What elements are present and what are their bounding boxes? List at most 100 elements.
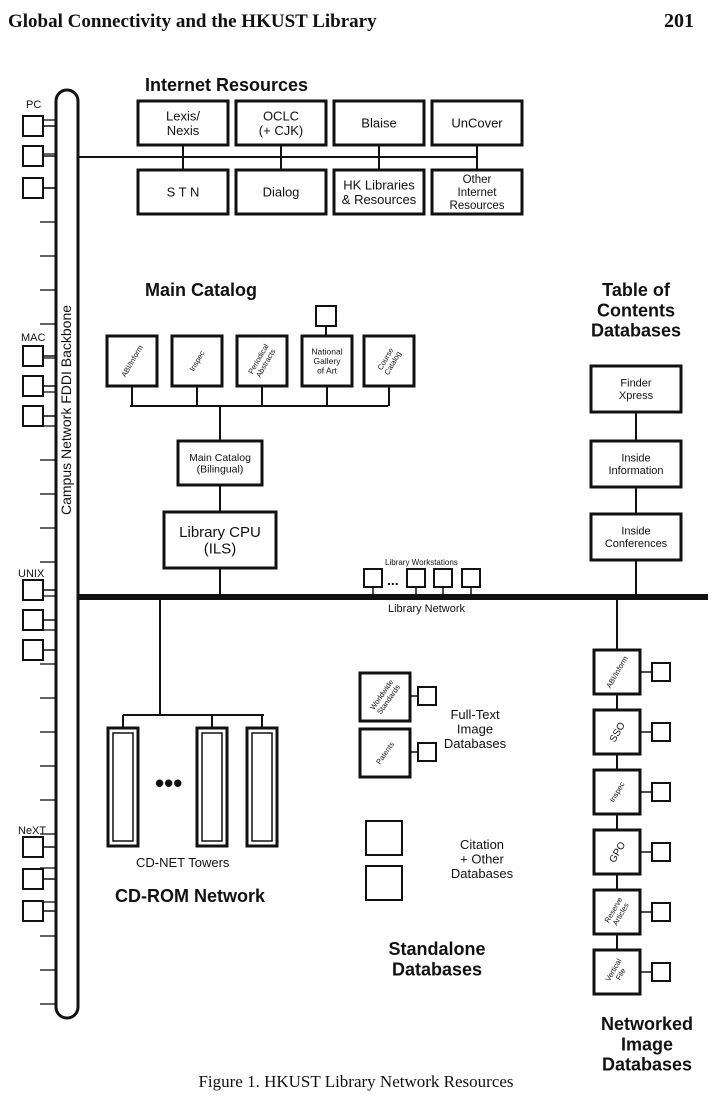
- networked-terminal: [651, 782, 671, 802]
- internet-box-label-line-3: Resources: [450, 200, 505, 212]
- internet-box-label-group: HK Libraries& Resources: [342, 177, 417, 207]
- internet-box-label: Blaise: [361, 116, 396, 131]
- internet-box-label-group: OCLC(+ CJK): [259, 108, 303, 138]
- workstation-group-mac-label: MAC: [21, 332, 46, 344]
- cd-net-towers-label: CD-NET Towers: [136, 855, 230, 870]
- toc-box-label-line-1: Finder: [620, 378, 652, 390]
- catalog-subdb-course-catalog: [362, 334, 416, 388]
- library-cpu-box: [162, 510, 278, 570]
- internet-box-label-group: Lexis/Nexis: [166, 108, 200, 138]
- internet-box-label-line-2: (+ CJK): [259, 123, 303, 138]
- fulltext-box-patents: [358, 727, 412, 779]
- networked-terminal: [651, 662, 671, 682]
- toc-box-label-line-2: Conferences: [605, 538, 668, 550]
- main-catalog-box-label-group: Main Catalog(Bilingual): [189, 452, 251, 476]
- internet-box-label-line-1: HK Libraries: [343, 177, 415, 192]
- cd-net-tower-inner: [112, 732, 134, 842]
- fddi-backbone: [54, 88, 80, 1020]
- toc-title-line-3: Databases: [591, 320, 681, 340]
- internet-box-dialog: [234, 168, 328, 216]
- internet-box-label: UnCover: [451, 116, 503, 131]
- internet-box-oclc-cjk: [234, 99, 328, 147]
- workstation-terminal: [22, 639, 44, 661]
- main-catalog-title: Main Catalog: [145, 280, 257, 300]
- library-workstations-label: Library Workstations: [385, 558, 458, 567]
- workstation-terminal: [22, 579, 44, 601]
- internet-box-blaise: [332, 99, 426, 147]
- cdrom-network-title: CD-ROM Network: [115, 886, 266, 906]
- networked-terminal: [651, 962, 671, 982]
- library-workstation: [433, 568, 453, 588]
- catalog-subdb-label-line-2: Gallery: [314, 356, 342, 366]
- internet-box-label-line-2: & Resources: [342, 192, 417, 207]
- workstation-group-pc-label: PC: [26, 99, 41, 111]
- toc-box-finder-xpress: [589, 364, 683, 414]
- citation-database-box: [365, 865, 403, 901]
- internet-box-label-line-2: Internet: [458, 187, 498, 199]
- citation-database-box: [365, 820, 403, 856]
- internet-box-label-group: S T N: [167, 185, 200, 200]
- internet-resource-boxes: Lexis/Nexis OCLC(+ CJK) Blaise UnCover S T N…: [136, 99, 524, 216]
- fulltext-terminal: [417, 742, 437, 762]
- internet-box-label-line-1: Lexis/: [166, 108, 200, 123]
- fulltext-box-worldwide-standards: [358, 671, 412, 723]
- library-workstation: [406, 568, 426, 588]
- workstation-terminal: [22, 177, 44, 199]
- workstation-group-next-label: NeXT: [18, 825, 46, 837]
- workstation-terminals: [22, 115, 56, 922]
- main-catalog-box-label-line-2: (Bilingual): [197, 464, 244, 476]
- cdrom-network-group: [106, 597, 279, 848]
- fulltext-databases-label-line-3: Databases: [444, 736, 507, 751]
- citation-databases-label-line-3: Databases: [451, 866, 514, 881]
- toc-box-label-line-1: Inside: [621, 453, 650, 465]
- workstation-terminal: [22, 609, 44, 631]
- internet-box-hk-libraries-resources: [332, 168, 426, 216]
- internet-box-s-t-n: [136, 168, 230, 216]
- main-catalog-box-label-line-1: Main Catalog: [189, 452, 251, 464]
- citation-databases-label-line-1: Citation: [460, 837, 504, 852]
- national-gallery-terminal: [315, 305, 337, 327]
- internet-box-label-line-1: Other: [463, 174, 492, 186]
- cd-net-ellipsis: •••: [155, 768, 182, 798]
- internet-box-lexis-nexis: [136, 99, 230, 147]
- toc-box-inside-conferences: [589, 512, 683, 562]
- toc-box-label-line-1: Inside: [621, 526, 650, 538]
- library-workstation: [363, 568, 383, 588]
- workstation-terminal: [22, 115, 44, 137]
- workstation-terminal: [22, 405, 44, 427]
- backbone-label: Campus Network FDDI Backbone: [58, 305, 74, 515]
- catalog-subdb-abi-inform: [105, 334, 159, 388]
- internet-resources-title: Internet Resources: [145, 75, 308, 95]
- internet-box-label-line-2: Nexis: [167, 123, 200, 138]
- networked-terminal: [651, 722, 671, 742]
- workstation-terminal: [22, 145, 44, 167]
- networked-databases-title-line-3: Databases: [602, 1054, 692, 1074]
- workstation-terminal: [22, 345, 44, 367]
- fulltext-terminal: [417, 686, 437, 706]
- fulltext-databases-label-line-1: Full-Text: [450, 707, 500, 722]
- standalone-databases-group: WorldwideStandardsPatentsFull-TextImageD…: [358, 671, 514, 979]
- library-workstations-ellipsis: ...: [387, 572, 399, 588]
- catalog-subdb-label-line-1: National: [311, 346, 342, 356]
- workstation-terminal: [22, 836, 44, 858]
- toc-box-label-line-2: Information: [608, 465, 663, 477]
- toc-box-label-line-2: Xpress: [619, 390, 654, 402]
- workstation-terminal: [22, 900, 44, 922]
- networked-databases-title-line-2: Image: [621, 1034, 673, 1054]
- internet-box-label: Dialog: [263, 185, 300, 200]
- internet-box-label-group: Dialog: [263, 185, 300, 200]
- standalone-databases-title-line-1: Standalone: [388, 939, 485, 959]
- library-cpu-box-label-group: Library CPU(ILS): [179, 524, 261, 558]
- figure-caption: Figure 1. HKUST Library Network Resource…: [198, 1072, 513, 1091]
